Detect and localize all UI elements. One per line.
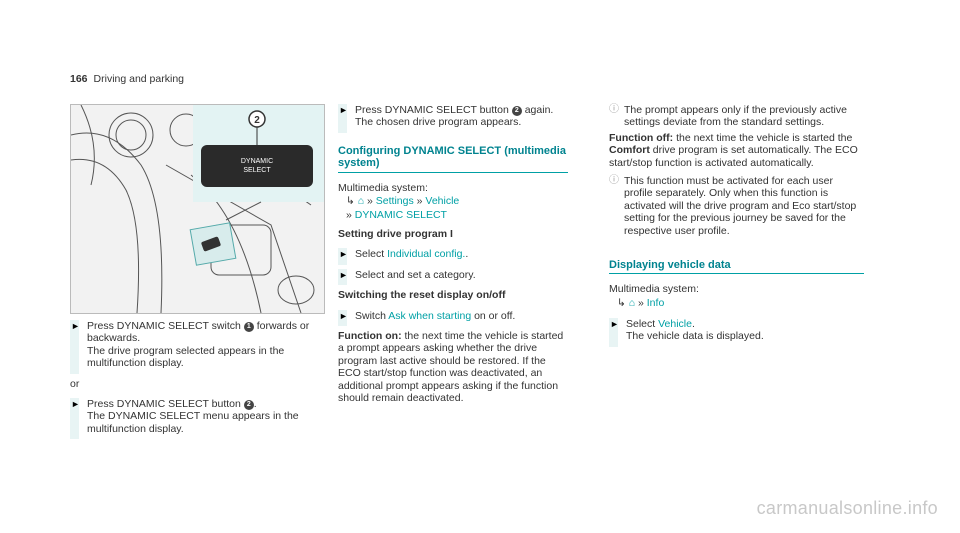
console-illustration: DYNAMIC SELECT 2	[70, 104, 325, 314]
info-note: ⓘ The prompt appears only if the previou…	[609, 104, 864, 129]
step-arrow-icon: ►	[339, 105, 348, 115]
column-2: ► Press DYNAMIC SELECT button 2 again. T…	[338, 104, 568, 411]
step-select-category: ► Select and set a category.	[338, 268, 568, 286]
step-text-2: forwards or backwards.	[87, 320, 310, 345]
section-heading-configuring: Configuring DYNAMIC SELECT (multimedia s…	[338, 145, 568, 173]
step-arrow-icon: ►	[71, 399, 80, 410]
step-text-2: .	[465, 248, 469, 261]
step-text: Select and set a category.	[355, 268, 476, 281]
step-press-switch: ► Press DYNAMIC SELECT switch 1 forwards…	[70, 320, 325, 374]
info-icon: ⓘ	[609, 175, 619, 187]
step-text: Press DYNAMIC SELECT switch	[87, 320, 241, 332]
step-press-button: ► Press DYNAMIC SELECT button 2. The DYN…	[70, 398, 325, 440]
console-drawing: DYNAMIC SELECT 2	[71, 105, 324, 313]
step-text-2: .	[253, 398, 257, 411]
callout-number: 2	[254, 115, 260, 126]
step-text: Press DYNAMIC SELECT button	[87, 398, 241, 411]
individual-config-link: Individual config.	[387, 248, 466, 261]
step-arrow-icon: ►	[339, 249, 348, 260]
path-settings: Settings	[375, 195, 414, 208]
page-number: 166	[70, 73, 88, 85]
column-3: ⓘ The prompt appears only if the previou…	[609, 104, 864, 351]
step-arrow-icon: ►	[339, 269, 348, 280]
path-arrow-icon: ↳	[346, 195, 355, 208]
step-text: Switch	[355, 309, 386, 322]
or-label: or	[70, 377, 80, 390]
vehicle-link: Vehicle	[658, 317, 692, 330]
menu-path: ↳ ⌂ » Info	[617, 296, 864, 310]
callout-badge: 2	[511, 106, 522, 116]
step-press-again: ► Press DYNAMIC SELECT button 2 again. T…	[338, 104, 568, 133]
step-arrow-icon: ►	[71, 321, 80, 331]
path-vehicle: Vehicle	[425, 195, 460, 208]
step-switch-ask: ► Switch Ask when starting on or off.	[338, 309, 568, 327]
function-on-paragraph: Function on: the next time the vehicle i…	[338, 330, 568, 404]
step-text: Select	[355, 248, 385, 261]
info-icon: ⓘ	[609, 104, 619, 115]
section-title: Driving and parking	[93, 73, 184, 85]
step-select-vehicle: ► Select Vehicle. The vehicle data is di…	[609, 317, 864, 347]
chevron-icon: »	[416, 195, 423, 208]
note-text: The prompt appears only if the previousl…	[624, 104, 847, 129]
chevron-icon: »	[346, 209, 352, 222]
step-text-2: .	[691, 317, 695, 330]
multimedia-label: Multimedia system:	[338, 181, 428, 194]
function-on-text: the next time the vehicle is started a p…	[338, 330, 564, 405]
chevron-icon: »	[367, 195, 373, 208]
callout-badge: 1	[243, 322, 254, 332]
button-label-2: SELECT	[243, 167, 271, 174]
multimedia-label: Multimedia system:	[609, 283, 699, 296]
menu-path: ↳ ⌂ » Settings » Vehicle » DYNAMIC SELEC…	[346, 194, 568, 222]
comfort-label: Comfort	[609, 144, 650, 157]
subheading-drive-program: Setting drive program I	[338, 228, 453, 241]
function-off-text: the next time the vehicle is started the	[676, 131, 853, 144]
home-icon: ⌂	[628, 296, 636, 309]
path-arrow-icon: ↳	[617, 296, 626, 309]
callout-badge: 2	[243, 400, 254, 411]
section-heading-vehicle-data: Displaying vehicle data	[609, 259, 864, 275]
path-dynamic-select: DYNAMIC SELECT	[354, 209, 447, 222]
step-result: The chosen drive program appears.	[355, 116, 522, 129]
step-arrow-icon: ►	[610, 318, 619, 329]
function-off-label: Function off:	[609, 131, 674, 144]
ask-when-starting-link: Ask when starting	[388, 309, 472, 322]
step-text-2: on or off.	[474, 309, 516, 322]
info-note: ⓘ This function must be activated for ea…	[609, 175, 864, 237]
page-header: 166 Driving and parking	[70, 73, 184, 85]
column-1: ► Press DYNAMIC SELECT switch 1 forwards…	[70, 320, 325, 443]
path-info: Info	[646, 296, 665, 309]
note-text: This function must be activated for each…	[624, 175, 857, 237]
function-off-text-2: drive program is set automatically. The …	[609, 144, 858, 169]
step-text: Select	[626, 317, 656, 330]
subheading-reset-display: Switching the reset display on/off	[338, 289, 506, 302]
chevron-icon: »	[638, 296, 644, 309]
step-text-2: again.	[524, 104, 554, 116]
step-result: The DYNAMIC SELECT menu appears in the m…	[87, 410, 299, 435]
function-on-label: Function on:	[338, 330, 402, 343]
step-select-individual: ► Select Individual config..	[338, 248, 568, 266]
function-off-paragraph: Function off: the next time the vehicle …	[609, 132, 864, 169]
callout-marker	[248, 110, 266, 128]
step-result: The vehicle data is displayed.	[626, 330, 764, 343]
home-icon: ⌂	[357, 195, 365, 208]
step-arrow-icon: ►	[339, 310, 348, 321]
step-result: The drive program selected appears in th…	[87, 344, 285, 370]
button-label-1: DYNAMIC	[241, 158, 273, 165]
step-text: Press DYNAMIC SELECT button	[355, 104, 509, 116]
watermark: carmanualsonline.info	[756, 498, 938, 518]
